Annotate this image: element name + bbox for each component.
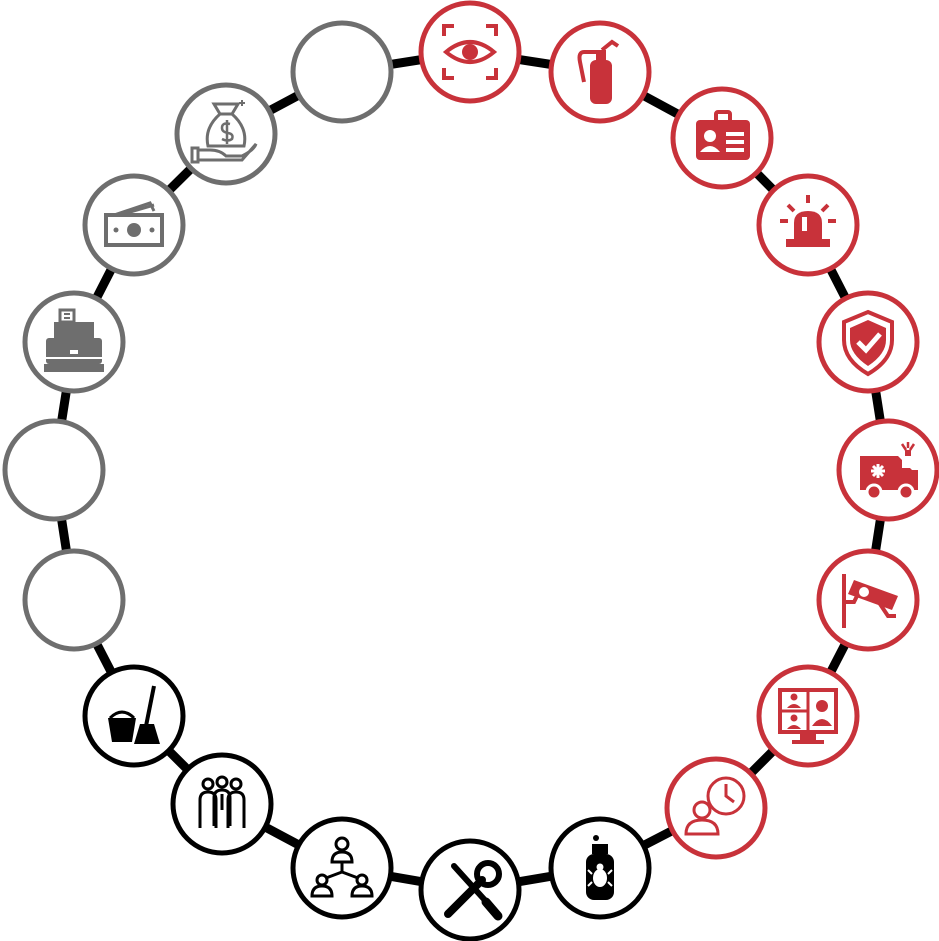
ring-node-red bbox=[816, 548, 920, 652]
node-circle bbox=[664, 756, 768, 860]
ring-node-red bbox=[756, 173, 860, 277]
ring-node-gray bbox=[174, 82, 278, 186]
node-circle bbox=[2, 418, 106, 522]
ring-node-red bbox=[670, 86, 774, 190]
ring-connectors bbox=[49, 47, 893, 895]
ring-node-gray bbox=[290, 20, 394, 124]
node-circle bbox=[290, 20, 394, 124]
ring-node-black bbox=[170, 752, 274, 856]
ring-node-black bbox=[82, 664, 186, 768]
ring-node-gray bbox=[22, 290, 126, 394]
ring-node-red bbox=[756, 664, 860, 768]
ring-node-black bbox=[418, 838, 522, 941]
ring-node-gray bbox=[82, 173, 186, 277]
ring-node-black bbox=[548, 816, 652, 920]
ring-node-red bbox=[664, 756, 768, 860]
ring-node-red bbox=[418, 0, 522, 104]
ring-node-red bbox=[816, 290, 920, 394]
ring-node-red bbox=[836, 418, 939, 522]
ring-node-gray bbox=[2, 418, 106, 522]
ring-node-red bbox=[548, 20, 652, 124]
ring-node-gray bbox=[22, 548, 126, 652]
ring-node-black bbox=[290, 816, 394, 920]
node-circle bbox=[22, 548, 126, 652]
